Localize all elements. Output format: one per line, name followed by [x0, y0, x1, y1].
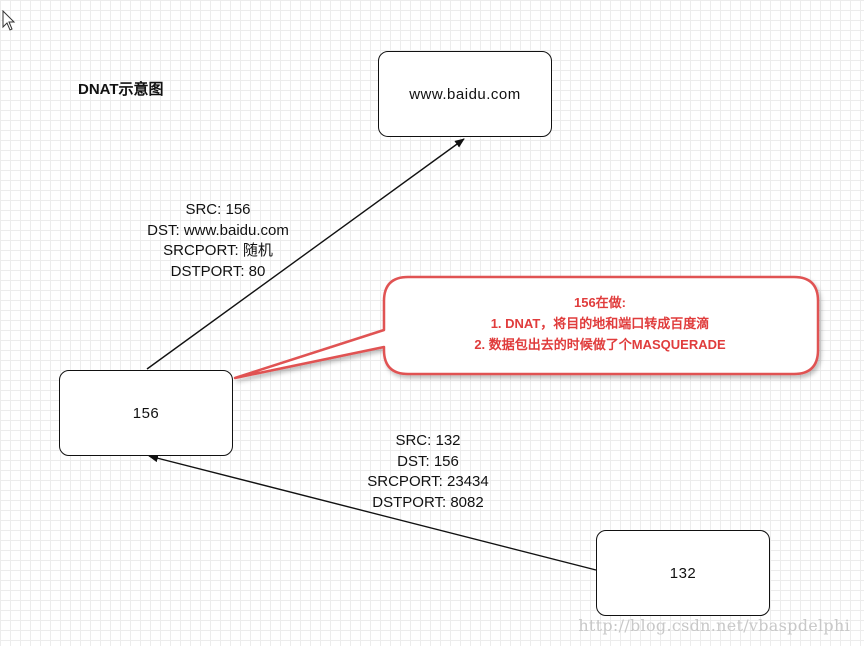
- callout-text: 156在做: 1. DNAT，将目的地和端口转成百度滴 2. 数据包出去的时候做…: [392, 292, 808, 355]
- callout-line-2: 1. DNAT，将目的地和端口转成百度滴: [490, 316, 710, 331]
- lower-edge-label: SRC: 132 DST: 156 SRCPORT: 23434 DSTPORT…: [338, 431, 518, 513]
- lower-srcport: SRCPORT: 23434: [367, 473, 489, 490]
- mouse-pointer-icon: [2, 10, 16, 31]
- node-156[interactable]: 156: [59, 370, 233, 456]
- node-baidu-label: www.baidu.com: [409, 85, 521, 103]
- callout-line-1: 156在做:: [573, 295, 627, 310]
- node-156-label: 156: [132, 404, 160, 422]
- callout-bubble[interactable]: [233, 275, 820, 380]
- lower-dst: DST: 156: [397, 452, 459, 470]
- arrow-132-to-156[interactable]: [148, 454, 597, 571]
- node-baidu[interactable]: www.baidu.com: [378, 51, 552, 137]
- upper-edge-label: SRC: 156 DST: www.baidu.com SRCPORT: 随机 …: [128, 200, 308, 282]
- upper-dstport: DSTPORT: 80: [170, 262, 266, 280]
- watermark: http://blog.csdn.net/vbaspdelphi: [578, 616, 850, 635]
- diagram-title: DNAT示意图: [78, 81, 164, 98]
- callout-line-3: 2. 数据包出去的时候做了个MASQUERADE: [474, 337, 726, 352]
- node-132[interactable]: 132: [596, 530, 770, 616]
- lower-src: SRC: 132: [395, 432, 461, 449]
- upper-src: SRC: 156: [185, 201, 251, 218]
- lower-dstport: DSTPORT: 8082: [372, 493, 484, 511]
- arrow-156-to-baidu[interactable]: [146, 138, 465, 370]
- upper-srcport: SRCPORT: 随机: [163, 242, 273, 259]
- node-132-label: 132: [669, 564, 697, 582]
- upper-dst: DST: www.baidu.com: [147, 221, 289, 239]
